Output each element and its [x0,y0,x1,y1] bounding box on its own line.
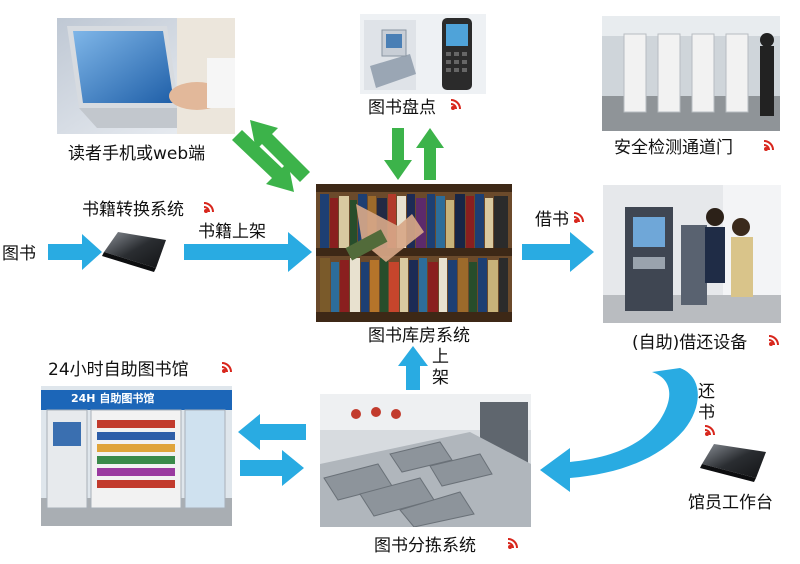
inventory-scanner-photo [360,14,486,94]
security-gate-photo [602,16,780,131]
arrow-warehouse-to-reader [250,120,310,182]
label-shelve-char-1: 上 [432,347,449,367]
rfid-icon-self-service [768,335,779,347]
label-books: 图书 [2,244,36,264]
arrow-return-curve [540,368,698,492]
label-warehouse-system: 图书库房系统 [368,326,470,346]
arrow-sorting-to-warehouse [398,346,428,390]
arrow-24h-to-sorting [240,450,304,486]
arrow-shelving [184,232,312,272]
rfid-icon-borrow [573,212,584,224]
label-conversion-system: 书籍转换系统 [82,200,184,220]
label-borrow: 借书 [535,210,569,230]
laptop-photo [57,18,235,134]
rfid-icon-inventory [450,99,461,111]
label-sorting-system: 图书分拣系统 [374,536,476,556]
label-shelve-char-2: 架 [432,368,449,388]
bookshelf-photo [316,184,512,322]
arrow-books-to-converter [48,234,102,270]
label-security-gate: 安全检测通道门 [614,138,733,158]
sorting-system-photo [320,394,531,527]
kiosk-sign-text: 24H 自助图书馆 [71,392,155,405]
label-inventory: 图书盘点 [368,98,436,118]
arrow-inventory-down [384,128,412,180]
rfid-icon-return [704,425,715,437]
arrow-sorting-to-24h [238,414,306,450]
arrow-inventory-up [416,128,444,180]
self-service-kiosk-photo [603,185,781,323]
label-self-service-device: (自助)借还设备 [632,333,748,353]
label-return-char-2: 书 [698,403,715,423]
rfid-icon-conversion [203,202,214,214]
label-24h-library: 24小时自助图书馆 [48,360,189,380]
arrow-borrow [522,232,594,272]
rfid-icon-sorting [507,538,518,550]
label-reader-device: 读者手机或web端 [68,144,206,164]
label-staff-workstation: 馆员工作台 [688,493,773,513]
arrow-reader-to-warehouse [232,130,294,192]
staff-reader-pad-icon [700,444,766,482]
rfid-icon-24h-library [221,362,232,374]
label-shelving: 书籍上架 [198,222,266,242]
converter-reader-pad-icon [102,232,166,272]
label-return-char-1: 还 [698,382,715,402]
rfid-icon-security-gate [763,140,774,152]
library-24h-photo: 24H 自助图书馆 [41,386,232,526]
